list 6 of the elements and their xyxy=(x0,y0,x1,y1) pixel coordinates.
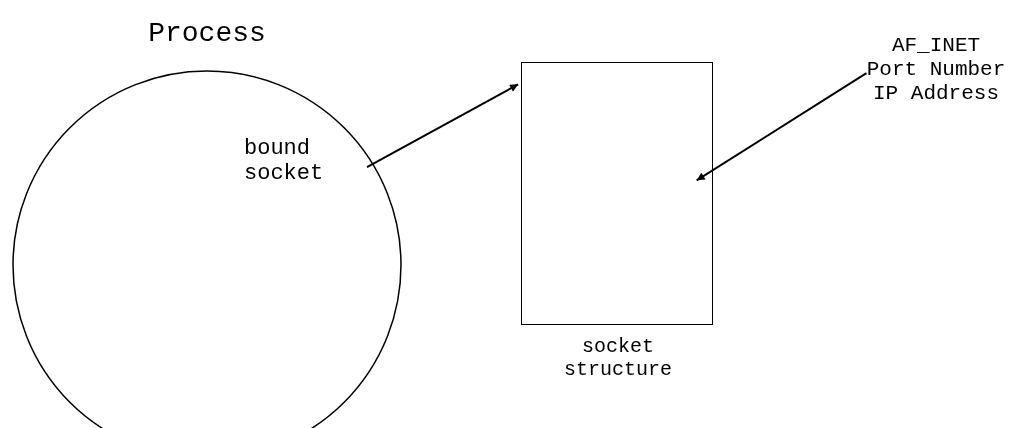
node-label: socket structure xyxy=(563,335,673,381)
node-label: AF_INET Port Number IP Address xyxy=(865,34,1007,107)
node-label: bound socket xyxy=(244,136,325,187)
arrow xyxy=(366,83,520,169)
node-heading: Process xyxy=(147,18,267,51)
arrow xyxy=(695,72,868,182)
